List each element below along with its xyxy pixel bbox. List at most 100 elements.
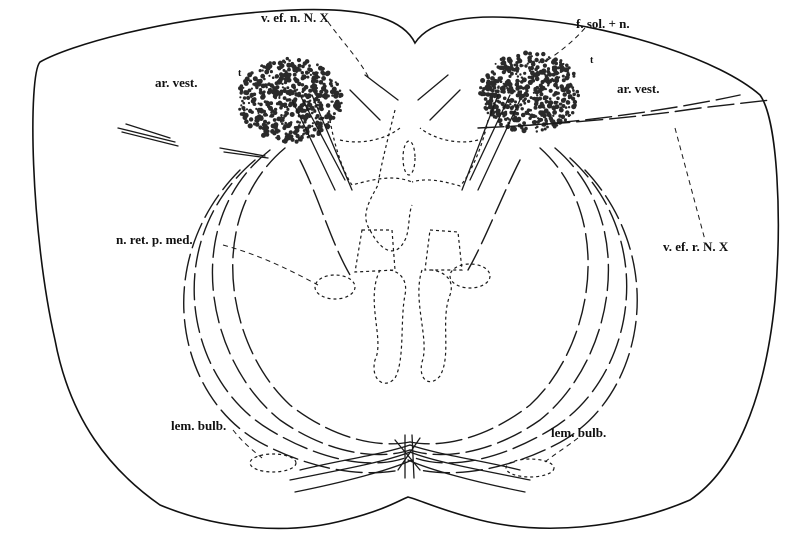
label-f-sol-n: f. sol. + n. [576,16,630,31]
stipple-dot [312,122,314,124]
right-nucleus-stipple [478,51,580,134]
stipple-dot [310,74,312,76]
stipple-dot [300,137,302,139]
stipple-dot [327,121,329,123]
stipple-dot [338,95,341,98]
stipple-dot [270,111,273,114]
stipple-dot [568,97,571,100]
stipple-dot [541,81,544,84]
stipple-dot [519,103,522,106]
stipple-dot [259,69,262,72]
stipple-dot [243,79,247,83]
stipple-dot [566,89,571,94]
stipple-dot [281,83,283,85]
stipple-dot [330,101,332,103]
stipple-dot [263,110,266,113]
stipple-dot [301,83,304,86]
stipple-dot [511,127,514,130]
arcuate-fibers [184,148,638,473]
stipple-dot [552,110,557,115]
stipple-dot [240,104,242,106]
stipple-dot [318,93,323,98]
stipple-dot [543,95,548,100]
stipple-dot [281,122,284,125]
stipple-dot [576,90,580,94]
stipple-dot [507,59,509,61]
stipple-dot [538,97,542,101]
label-v-ef-r-n-x: v. ef. r. N. X [663,239,729,254]
stipple-dot [546,126,549,129]
stipple-dot [568,106,570,108]
stipple-dot [577,94,580,97]
stipple-dot [524,64,527,67]
stipple-dot [572,93,576,97]
stipple-dot [324,95,328,99]
stipple-dot [523,51,528,56]
stipple-dot [255,118,260,123]
stipple-dot [295,134,299,138]
stipple-dot [331,94,334,97]
stipple-dot [306,101,308,103]
stipple-dot [522,87,525,90]
stipple-dot [536,130,538,132]
stipple-dot [498,66,502,70]
stipple-dot [550,79,553,82]
stipple-dot [296,120,299,123]
stipple-dot [248,123,253,128]
stipple-dot [283,103,287,107]
stipple-dot [318,76,320,78]
stipple-dot [514,100,517,103]
stipple-dot [522,128,527,133]
stipple-dot [501,66,505,70]
stipple-dot [270,70,273,73]
stipple-dot [326,103,331,108]
stipple-dot [283,114,286,117]
stipple-dot [548,113,552,117]
stipple-dot [276,102,279,105]
label-t-right: t [590,55,594,66]
stipple-dot [269,89,273,93]
stipple-dot [550,118,554,122]
stipple-dot [278,91,283,96]
stipple-dot [537,117,539,119]
stipple-dot [543,78,547,82]
stipple-dot [253,98,257,102]
stipple-dot [501,57,505,61]
stipple-dot [547,103,552,108]
stipple-dot [540,58,545,63]
stipple-dot [293,77,297,81]
stipple-dot [535,127,537,129]
stipple-dot [319,106,321,108]
stipple-dot [559,108,564,113]
stipple-dot [498,76,502,80]
stipple-dot [298,68,301,71]
stipple-dot [532,97,535,100]
stipple-dot [291,84,296,89]
stipple-dot [521,107,524,110]
stipple-dot [503,97,507,101]
label-ar-vest-left: ar. vest. [155,75,198,90]
stipple-dot [250,93,255,98]
stipple-dot [507,87,512,92]
stipple-dot [311,77,315,81]
stipple-dot [511,105,514,108]
stipple-dot [261,133,266,138]
stipple-dot [317,115,320,118]
stipple-dot [241,100,244,103]
stipple-dot [544,128,547,131]
stipple-dot [554,57,558,61]
stipple-dot [270,114,274,118]
stipple-dot [532,61,535,64]
stipple-dot [259,103,263,107]
stipple-dot [303,120,306,123]
stipple-dot [490,89,493,92]
stipple-dot [243,90,248,95]
stipple-dot [293,73,297,77]
stipple-dot [297,58,301,62]
stipple-dot [505,118,508,121]
stipple-dot [254,82,259,87]
stipple-dot [526,112,528,114]
stipple-dot [288,98,291,101]
stipple-dot [517,75,519,77]
stipple-dot [246,108,248,110]
